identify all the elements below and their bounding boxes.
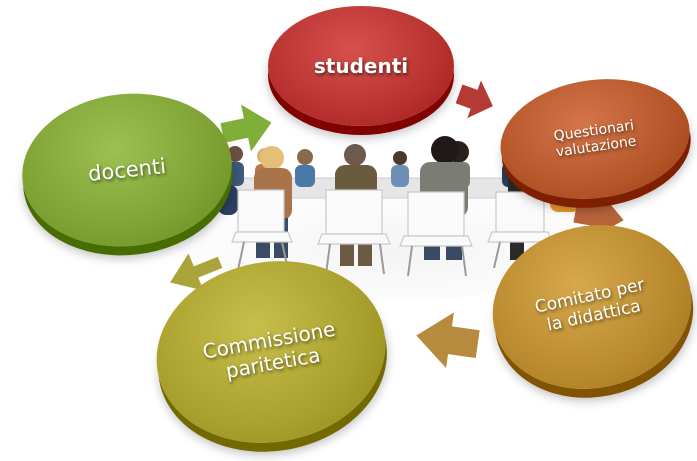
arrow-commissione-to-docenti (170, 253, 223, 291)
node-commissione-label: Commissione paritetica (200, 316, 338, 383)
node-studenti: studenti (268, 6, 454, 126)
arrow-comitato-to-commissione (416, 312, 480, 369)
node-studenti-label: studenti (313, 53, 409, 78)
node-docenti-label: docenti (86, 153, 168, 186)
node-questionari-label: Questionari valutazione (552, 117, 638, 161)
arrow-docenti-to-studenti (220, 104, 272, 152)
arrow-studenti-to-questionari (455, 80, 493, 119)
node-comitato-label: Comitato per la didattica (533, 275, 647, 336)
